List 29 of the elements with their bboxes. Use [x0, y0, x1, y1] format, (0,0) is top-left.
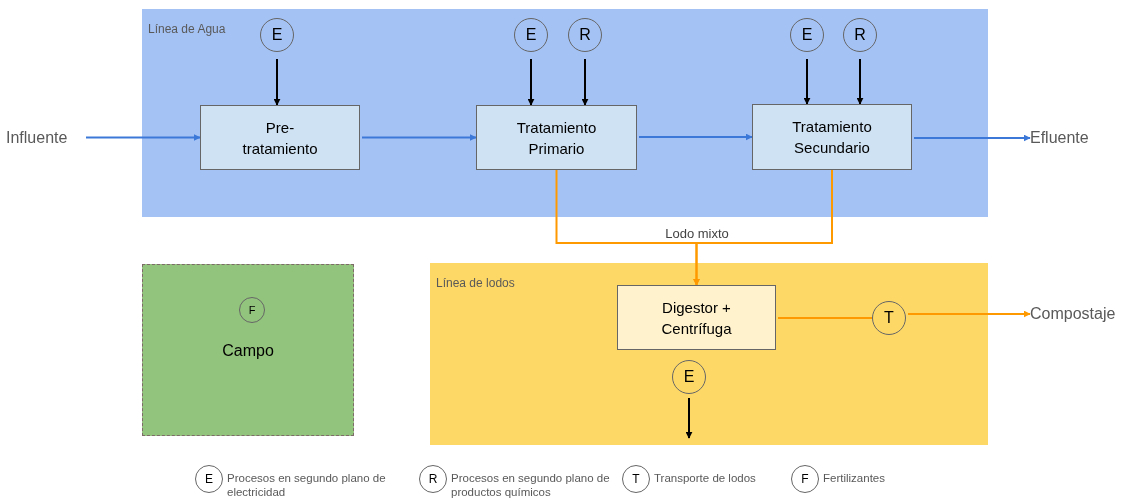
legend-text: Procesos en segundo plano de electricidad — [227, 471, 387, 499]
process-box: Pre-tratamiento — [200, 105, 360, 170]
arrow — [361, 134, 477, 141]
area-box — [142, 264, 354, 436]
arrow — [803, 58, 811, 105]
arrow — [907, 310, 1031, 318]
flow-label: Compostaje — [1030, 303, 1126, 325]
arrow — [581, 58, 589, 106]
arrow — [913, 134, 1031, 142]
arrow — [273, 58, 281, 106]
group-panel — [430, 263, 988, 445]
flow-label: Efluente — [1030, 127, 1102, 149]
panel-title: Línea de Agua — [148, 22, 226, 36]
flow-label: Influente — [6, 127, 84, 149]
legend-text: Transporte de lodos — [654, 471, 757, 485]
process-box: Digestor + Centrífuga — [617, 285, 776, 350]
process-box: Tratamiento Secundario — [752, 104, 912, 170]
arrow — [638, 133, 753, 141]
arrow — [685, 397, 693, 439]
arrow — [527, 58, 535, 106]
area-label: Campo — [222, 342, 274, 360]
legend-text: Procesos en segundo plano de productos químicos — [451, 471, 611, 499]
group-panel — [142, 9, 988, 217]
arrow — [85, 134, 201, 141]
panel-title: Línea de lodos — [436, 276, 515, 290]
process-box: Tratamiento Primario — [476, 105, 637, 170]
legend-text: Fertilizantes — [823, 471, 886, 485]
arrow — [693, 169, 833, 286]
arrow — [856, 58, 864, 105]
